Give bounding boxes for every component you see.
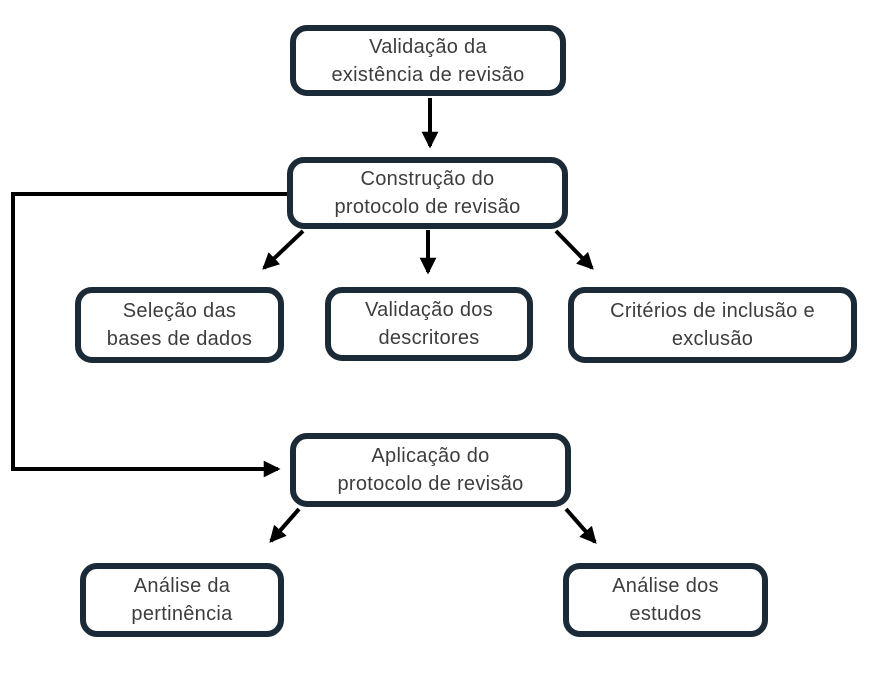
node-criterios-inclusao: Critérios de inclusão e exclusão xyxy=(568,287,857,363)
edge-construcao-to-criterios xyxy=(554,229,594,270)
node-analise-pertinencia: Análise da pertinência xyxy=(80,563,284,637)
node-construcao-protocolo: Construção do protocolo de revisão xyxy=(287,157,568,229)
node-validacao-descritores: Validação dos descritores xyxy=(325,287,533,361)
edge-construcao-to-aplicacao-loop xyxy=(11,192,288,478)
edge-construcao-to-selecao xyxy=(262,229,305,270)
edge-aplicacao-to-estudos xyxy=(564,507,597,544)
node-selecao-bases: Seleção das bases de dados xyxy=(75,287,284,363)
edge-aplicacao-to-pertinencia xyxy=(269,507,301,543)
node-validacao-existencia: Validação da existência de revisão xyxy=(290,25,566,96)
node-analise-estudos: Análise dos estudos xyxy=(563,563,768,637)
node-aplicacao-protocolo: Aplicação do protocolo de revisão xyxy=(290,433,571,507)
